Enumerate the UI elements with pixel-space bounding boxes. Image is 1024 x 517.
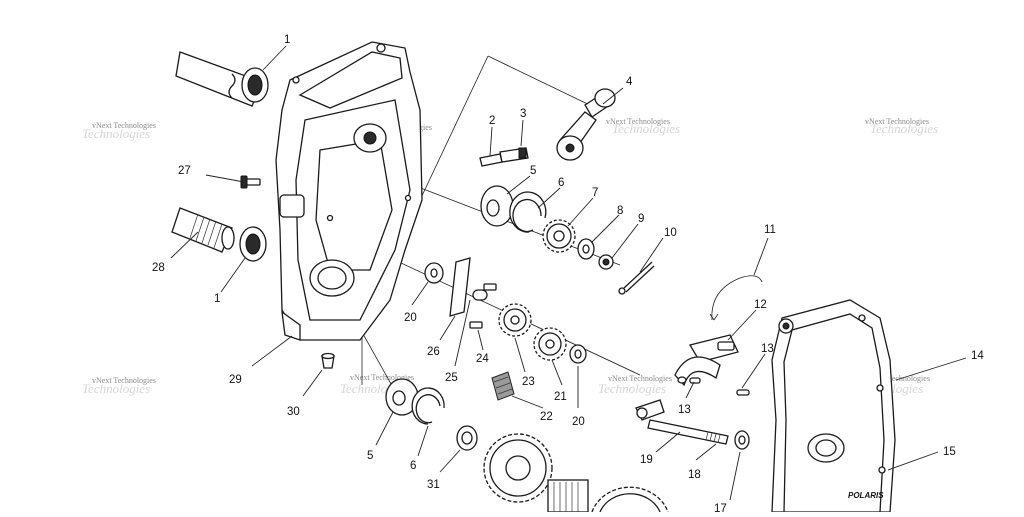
callout-label: 6: [558, 177, 564, 189]
spacer: [472, 289, 488, 301]
watermark-ghost: Technologies: [870, 121, 938, 136]
sprocket-upper: [542, 219, 576, 253]
oil-seal-lower: [239, 226, 267, 262]
watermark: vNext Technologies: [350, 373, 414, 382]
splined-hub: [547, 479, 589, 513]
callout-label: 8: [617, 205, 623, 217]
tensioner-arm: [556, 88, 616, 161]
adjuster-bolt: [479, 147, 529, 167]
callout-label: 19: [640, 454, 653, 466]
callout-label: 6: [410, 460, 416, 472]
chain: [491, 371, 515, 401]
washer-shaft: [734, 430, 750, 450]
input-shaft: [175, 51, 263, 107]
cover-logo: POLARIS: [848, 491, 884, 500]
callout-label: 5: [367, 450, 373, 462]
plug: [321, 352, 335, 369]
leader-lines: [170, 45, 967, 501]
callout-label: 5: [530, 165, 536, 177]
callout-label: 12: [754, 299, 767, 311]
callout-label: 28: [152, 262, 165, 274]
gear: [498, 303, 532, 337]
watermark: vNext Technologies: [92, 376, 156, 385]
callout-label: 21: [554, 391, 567, 403]
watermark: vNext Technologies: [92, 121, 156, 130]
wire-clip: [709, 275, 763, 321]
large-sprocket: [483, 433, 553, 503]
washer: [569, 344, 587, 364]
watermark-ghost: Technologies: [82, 126, 150, 141]
callout-label: 1: [214, 293, 220, 305]
callout-labels: 1 1 2 3 4 5 5 6 6 7 8 9 10 11 12 13 13 1…: [152, 34, 984, 515]
snap-ring-lower: [411, 387, 445, 425]
callout-label: 14: [971, 350, 984, 362]
callout-label: 10: [664, 227, 677, 239]
watermark: vNext Technologies: [866, 374, 930, 383]
callout-label: 30: [287, 406, 300, 418]
shift-shaft: [635, 399, 729, 445]
washer: [424, 262, 444, 284]
watermark: vNext Technologies: [606, 117, 670, 126]
chaincase-cover: POLARIS: [771, 299, 896, 513]
callout-label: 29: [229, 374, 242, 386]
chaincase-housing: [275, 41, 423, 341]
callout-label: 20: [572, 416, 585, 428]
callout-label: 7: [592, 187, 598, 199]
callout-label: 2: [489, 115, 495, 127]
callout-label: 18: [688, 469, 701, 481]
shift-fork: [674, 334, 739, 387]
callout-label: 15: [943, 446, 956, 458]
callout-label: 13: [761, 343, 774, 355]
gear: [533, 327, 567, 361]
callout-label: 17: [714, 503, 727, 512]
cotter-pin: [618, 261, 655, 295]
large-sprocket-lower: [591, 486, 669, 513]
callout-label: 20: [404, 312, 417, 324]
oil-seal-upper: [241, 67, 269, 103]
callout-label: 27: [178, 165, 191, 177]
watermark-ghost: Technologies: [598, 381, 666, 396]
callout-label: 9: [638, 213, 644, 225]
callout-label: 22: [540, 411, 553, 423]
output-shaft: [171, 207, 235, 253]
callout-label: 24: [476, 353, 489, 365]
bearing-upper: [480, 185, 514, 227]
bolt-small: [469, 283, 497, 329]
washer: [456, 425, 478, 451]
watermark: vNext Technologies: [608, 374, 672, 383]
callout-label: 1: [284, 34, 290, 46]
snap-ring-upper: [509, 191, 547, 233]
callout-label: 23: [522, 376, 535, 388]
watermark-ghost: Technologies: [612, 121, 680, 136]
callout-label: 3: [520, 108, 526, 120]
watermark-ghost: Technologies: [82, 381, 150, 396]
callout-label: 31: [427, 479, 440, 491]
callout-label: 13: [678, 404, 691, 416]
pin: [689, 377, 750, 396]
callout-label: 26: [427, 346, 440, 358]
nut: [598, 254, 614, 270]
watermark: vNext Technologies: [865, 117, 929, 126]
callout-label: 4: [626, 76, 633, 88]
callout-label: 25: [445, 372, 458, 384]
callout-label: 11: [764, 224, 776, 236]
spacer-bar: [449, 257, 471, 317]
washer-upper: [577, 238, 595, 260]
